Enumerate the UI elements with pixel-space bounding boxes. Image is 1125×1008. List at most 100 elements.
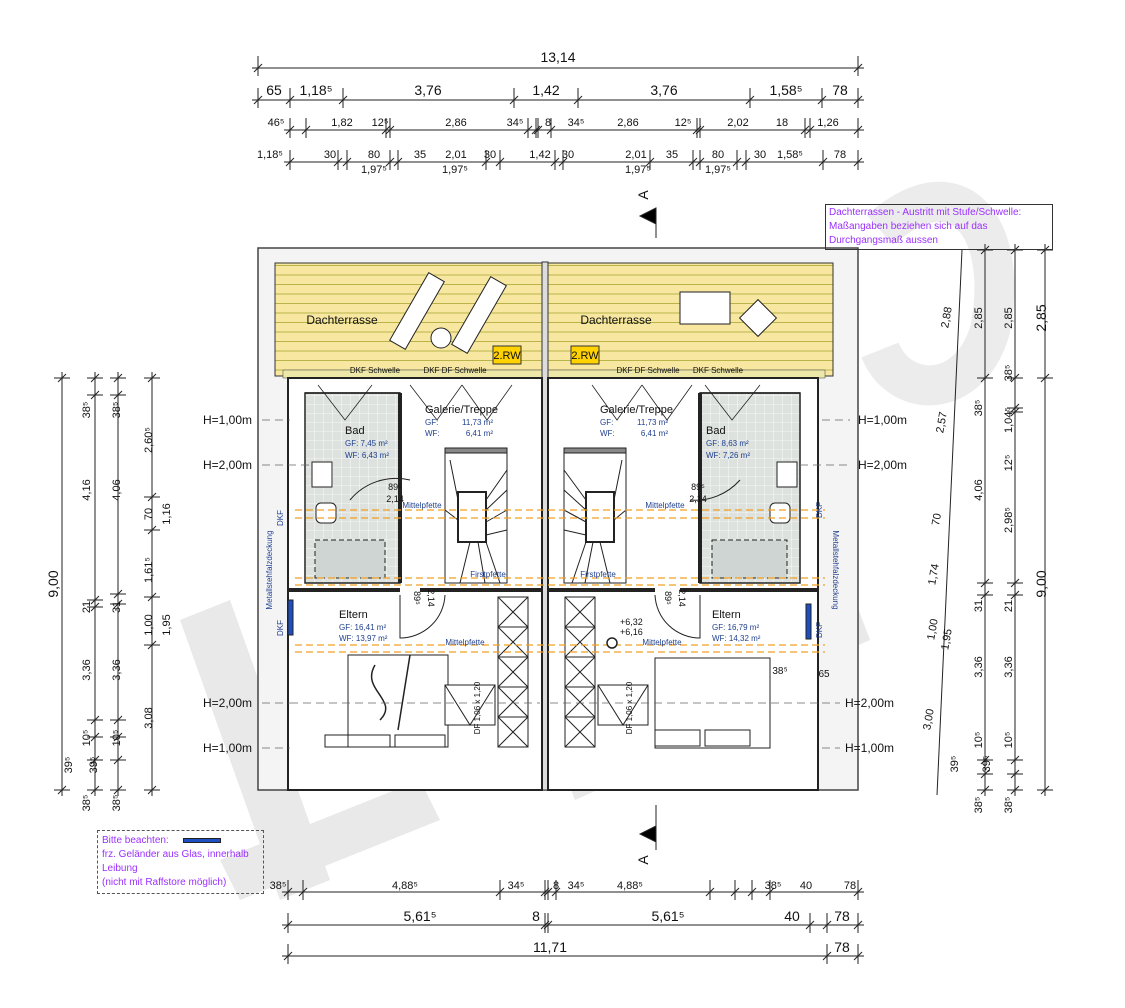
dimension-label: 1,82 (331, 117, 352, 129)
dimension-label: 10⁵ (973, 732, 985, 749)
room-name: Dachterrasse (306, 313, 378, 327)
dimension-label: 1,97⁵ (705, 164, 731, 176)
room-area: 6,41 m² (641, 429, 668, 438)
sun-loungers (389, 272, 778, 354)
roof-window-right (597, 684, 649, 726)
dimension-label: 1,42 (532, 82, 559, 98)
window-label: DKF Schwelle (350, 366, 401, 375)
beam-label: Mittelpfette (642, 638, 682, 647)
room-area: GF: (600, 418, 613, 427)
dimension-label: 12⁵ (1003, 455, 1015, 472)
room-name: Eltern (712, 609, 741, 621)
window-label: DKF DF Schwelle (423, 366, 487, 375)
dimension-label: 46⁵ (268, 117, 285, 129)
dimension-label: 2,86 (617, 117, 638, 129)
rw-badge (570, 345, 600, 365)
door-dimension: 2,14 (426, 589, 436, 607)
dimension-label: 8 (553, 880, 559, 892)
window-label: DKF DF Schwelle (616, 366, 680, 375)
dimension-label: 10⁵ (111, 730, 123, 747)
dimension-label: 12⁵ (675, 117, 692, 129)
beam-label: Mittelpfette (445, 638, 485, 647)
dimension-label: 40 (800, 880, 812, 892)
toilet-left (315, 502, 337, 524)
room-area: WF: 14,32 m² (712, 634, 761, 643)
room-name: Dachterrasse (580, 313, 652, 327)
door-dimension: 89⁵ (691, 482, 705, 492)
dimension-label: 2,85 (1003, 307, 1015, 328)
room-area: WF: 7,26 m² (706, 451, 750, 460)
roof-label: Metallstehfalzdeckung (265, 530, 274, 609)
room-area: GF: (425, 418, 438, 427)
dimension-label: 2,60⁵ (143, 427, 155, 453)
door-dimension: 89⁵ (663, 591, 673, 605)
dimension-label: 38⁵ (973, 797, 985, 814)
dimension-label: 13,14 (540, 49, 575, 65)
dimension-label: 34⁵ (508, 880, 525, 892)
dimension-label: 38⁵ (1003, 365, 1015, 382)
level-marker-icon (606, 637, 618, 649)
dimension-label: 1,04⁵ (1003, 407, 1015, 433)
dimension-label: 30 (562, 149, 574, 161)
dimension-label: 3,36 (111, 659, 123, 680)
beam-lines (295, 509, 825, 653)
room-area: 11,73 m² (462, 418, 493, 427)
section-label: A (635, 190, 651, 200)
dimension-label: 3,36 (1003, 656, 1015, 677)
dimension-label: 21 (81, 601, 93, 613)
height-label: H=2,00m (203, 458, 252, 472)
window-label: DKF (815, 622, 824, 638)
dimension-label: 18 (776, 117, 788, 129)
room-area: 6,41 m² (466, 429, 493, 438)
room-area: WF: 6,43 m² (345, 451, 389, 460)
roof-window-label: DF 1,06 x 1,20 (625, 681, 634, 734)
dimension-label: 4,06 (973, 479, 985, 500)
dimension-label: 3,08 (143, 707, 155, 728)
room-name: Bad (706, 425, 726, 437)
room-name: Galerie/Treppe (425, 404, 498, 416)
dimension-label: 65 (818, 669, 830, 680)
building-drawing (257, 207, 859, 850)
dimension-label: 70 (143, 508, 155, 520)
dimension-label: 2,85 (1033, 304, 1049, 331)
room-area: GF: 7,45 m² (345, 439, 388, 448)
dimension-label: 78 (834, 939, 850, 955)
dimension-label: 1,16 (161, 503, 173, 524)
dimension-label: 30 (484, 149, 496, 161)
wardrobe-right (564, 596, 596, 748)
dimension-label: 1,97⁵ (361, 164, 387, 176)
dimension-label: 5,61⁵ (651, 908, 684, 924)
dimension-label: 3,00 (921, 708, 937, 731)
level-label: +6,32 (620, 617, 643, 627)
window-label: DKF (815, 502, 824, 518)
dimension-label: 1,95 (161, 614, 173, 635)
dimension-label: 40 (784, 908, 800, 924)
room-area: GF: 8,63 m² (706, 439, 749, 448)
rw-badge (492, 345, 522, 365)
dimension-label: 38⁵ (81, 402, 93, 419)
dimension-label: 38⁵ (81, 795, 93, 812)
dimension-label: 4,88⁵ (392, 880, 418, 892)
dimension-label: 2,57 (934, 411, 950, 434)
dimension-label: 21 (1003, 600, 1015, 612)
room-area: GF: 16,79 m² (712, 623, 759, 632)
dimension-label: 5,61⁵ (403, 908, 436, 924)
dimension-label: 35 (414, 149, 426, 161)
toilet-right (769, 502, 791, 524)
door-dimension: 89⁵ (412, 591, 422, 605)
height-label: H=1,00m (203, 741, 252, 755)
dimension-label: 38⁵ (270, 880, 287, 892)
window-right (805, 603, 812, 640)
dimension-lines (54, 56, 1053, 964)
room-area: WF: (600, 429, 615, 438)
beam-label: Firstpfette (580, 570, 616, 579)
dimension-label: 1,58⁵ (777, 149, 803, 161)
dimension-label: 1,42 (529, 149, 550, 161)
dimension-label: 8 (532, 908, 540, 924)
dimension-label: 80 (368, 149, 380, 161)
railing-note: Bitte beachten: frz. Geländer aus Glas, … (97, 830, 264, 894)
dimension-label: 2,86 (445, 117, 466, 129)
beam-label: Mittelpfette (402, 501, 442, 510)
